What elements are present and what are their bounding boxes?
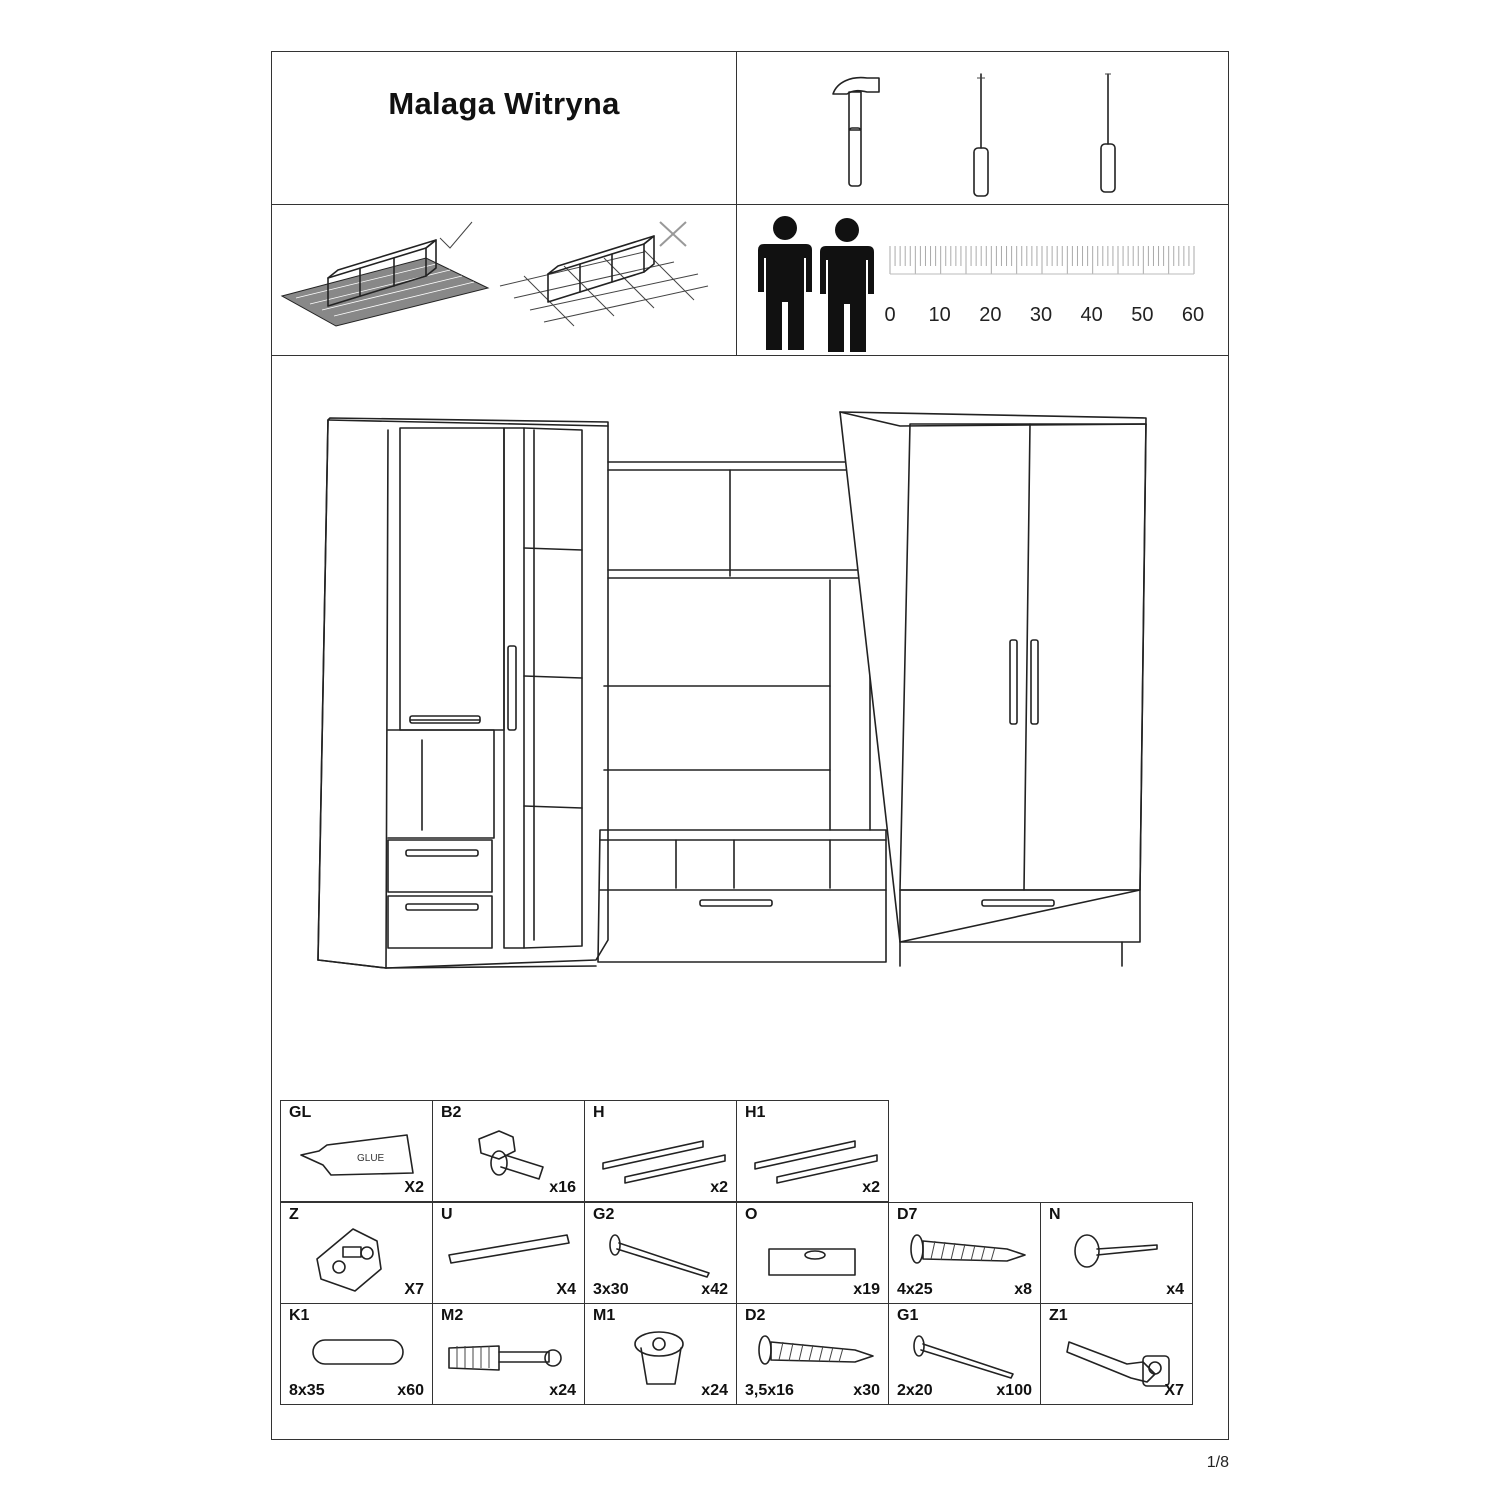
- hardware-cell-gl: GLUE GL X2: [280, 1100, 433, 1202]
- part-code: Z: [289, 1206, 299, 1223]
- hardware-cell-g1: G1 2x20 x100: [888, 1303, 1041, 1405]
- part-code: O: [745, 1206, 758, 1223]
- drawer-rail-icon: [602, 1140, 726, 1184]
- part-size: 2x20: [897, 1382, 933, 1399]
- part-quantity: x4: [1166, 1281, 1184, 1298]
- ruler-label: 60: [1182, 304, 1204, 326]
- part-code: M2: [441, 1307, 464, 1324]
- hardware-cell-k1: K1 8x35 x60: [280, 1303, 433, 1405]
- part-code: GL: [289, 1104, 312, 1121]
- screw-icon: [910, 1234, 1026, 1264]
- part-size: 3,5x16: [745, 1382, 794, 1399]
- part-code: N: [1049, 1206, 1061, 1223]
- hardware-cell-z: Z X7: [280, 1202, 433, 1304]
- header-divider: [736, 51, 737, 356]
- header-row-divider: [271, 204, 1229, 205]
- part-code: H: [593, 1104, 605, 1121]
- cam-lock-icon: [634, 1331, 684, 1385]
- two-persons-icon: [758, 216, 874, 352]
- hinge-icon: [1066, 1341, 1170, 1387]
- instruction-frame: [271, 51, 1229, 1440]
- glue-tube-icon: GLUE: [300, 1134, 414, 1176]
- part-quantity: x2: [862, 1179, 880, 1196]
- shelf-support-icon: [768, 1248, 856, 1276]
- nail-icon: [913, 1335, 1014, 1379]
- ruler-label: 20: [979, 304, 1001, 326]
- hard-surface-bad-icon: [499, 221, 709, 327]
- part-code: K1: [289, 1307, 310, 1324]
- hammer-icon: [832, 76, 880, 187]
- part-quantity: x2: [710, 1179, 728, 1196]
- part-quantity: x100: [996, 1382, 1032, 1399]
- wooden-dowel-icon: [312, 1339, 404, 1365]
- nail-icon: [609, 1234, 710, 1278]
- hardware-cell-g2: G2 3x30 x42: [584, 1202, 737, 1304]
- part-code: G1: [897, 1307, 919, 1324]
- ruler-label: 30: [1030, 304, 1052, 326]
- part-quantity: x24: [701, 1382, 728, 1399]
- soft-surface-ok-icon: [280, 221, 490, 327]
- part-quantity: x30: [853, 1382, 880, 1399]
- page-title: Malaga Witryna: [388, 86, 620, 121]
- glue-label: GLUE: [357, 1153, 385, 1164]
- ruler-label: 0: [884, 304, 895, 326]
- part-quantity: x42: [701, 1281, 728, 1298]
- part-code: H1: [745, 1104, 766, 1121]
- hardware-cell-d2: D2 3,5x16 x30: [736, 1303, 889, 1405]
- flat-screwdriver-icon: [1100, 73, 1116, 193]
- part-quantity: x60: [397, 1382, 424, 1399]
- part-quantity: x16: [549, 1179, 576, 1196]
- part-quantity: X7: [1164, 1382, 1184, 1399]
- hardware-cell-m2: M2 x24: [432, 1303, 585, 1405]
- hardware-cell-m1: M1 x24: [584, 1303, 737, 1405]
- screw-icon: [758, 1335, 874, 1365]
- part-size: 4x25: [897, 1281, 933, 1298]
- part-quantity: X2: [404, 1179, 424, 1196]
- ruler-label: 40: [1081, 304, 1103, 326]
- page-number: 1/8: [1206, 1454, 1229, 1471]
- part-size: 3x30: [593, 1281, 629, 1298]
- part-size: 8x35: [289, 1382, 325, 1399]
- cam-bolt-icon: [448, 1345, 562, 1371]
- drawer-rail-icon: [754, 1140, 878, 1184]
- part-code: M1: [593, 1307, 616, 1324]
- part-code: B2: [441, 1104, 462, 1121]
- part-quantity: x24: [549, 1382, 576, 1399]
- part-quantity: x19: [853, 1281, 880, 1298]
- part-code: G2: [593, 1206, 615, 1223]
- time-ruler: 0 10 20 30 40 50 60: [884, 246, 1204, 326]
- furniture-illustration: [317, 411, 1147, 969]
- phillips-screwdriver-icon: [973, 73, 989, 197]
- hardware-cell-d7: D7 4x25 x8: [888, 1202, 1041, 1304]
- hardware-cell-h1: H1 x2: [736, 1100, 889, 1202]
- part-code: D7: [897, 1206, 918, 1223]
- dowel-connector-icon: [478, 1130, 544, 1180]
- hinge-plate-icon: [316, 1228, 382, 1292]
- hardware-cell-u: U X4: [432, 1202, 585, 1304]
- hardware-cell-b2: B2 x16: [432, 1100, 585, 1202]
- header-bottom-divider: [271, 355, 1229, 356]
- strip-icon: [448, 1234, 570, 1264]
- glide-nail-icon: [1074, 1234, 1158, 1268]
- part-quantity: X4: [556, 1281, 576, 1298]
- part-quantity: X7: [404, 1281, 424, 1298]
- part-quantity: x8: [1014, 1281, 1032, 1298]
- part-code: Z1: [1049, 1307, 1068, 1324]
- part-code: U: [441, 1206, 453, 1223]
- ruler-label: 10: [929, 304, 951, 326]
- ruler-label: 50: [1131, 304, 1153, 326]
- part-code: D2: [745, 1307, 766, 1324]
